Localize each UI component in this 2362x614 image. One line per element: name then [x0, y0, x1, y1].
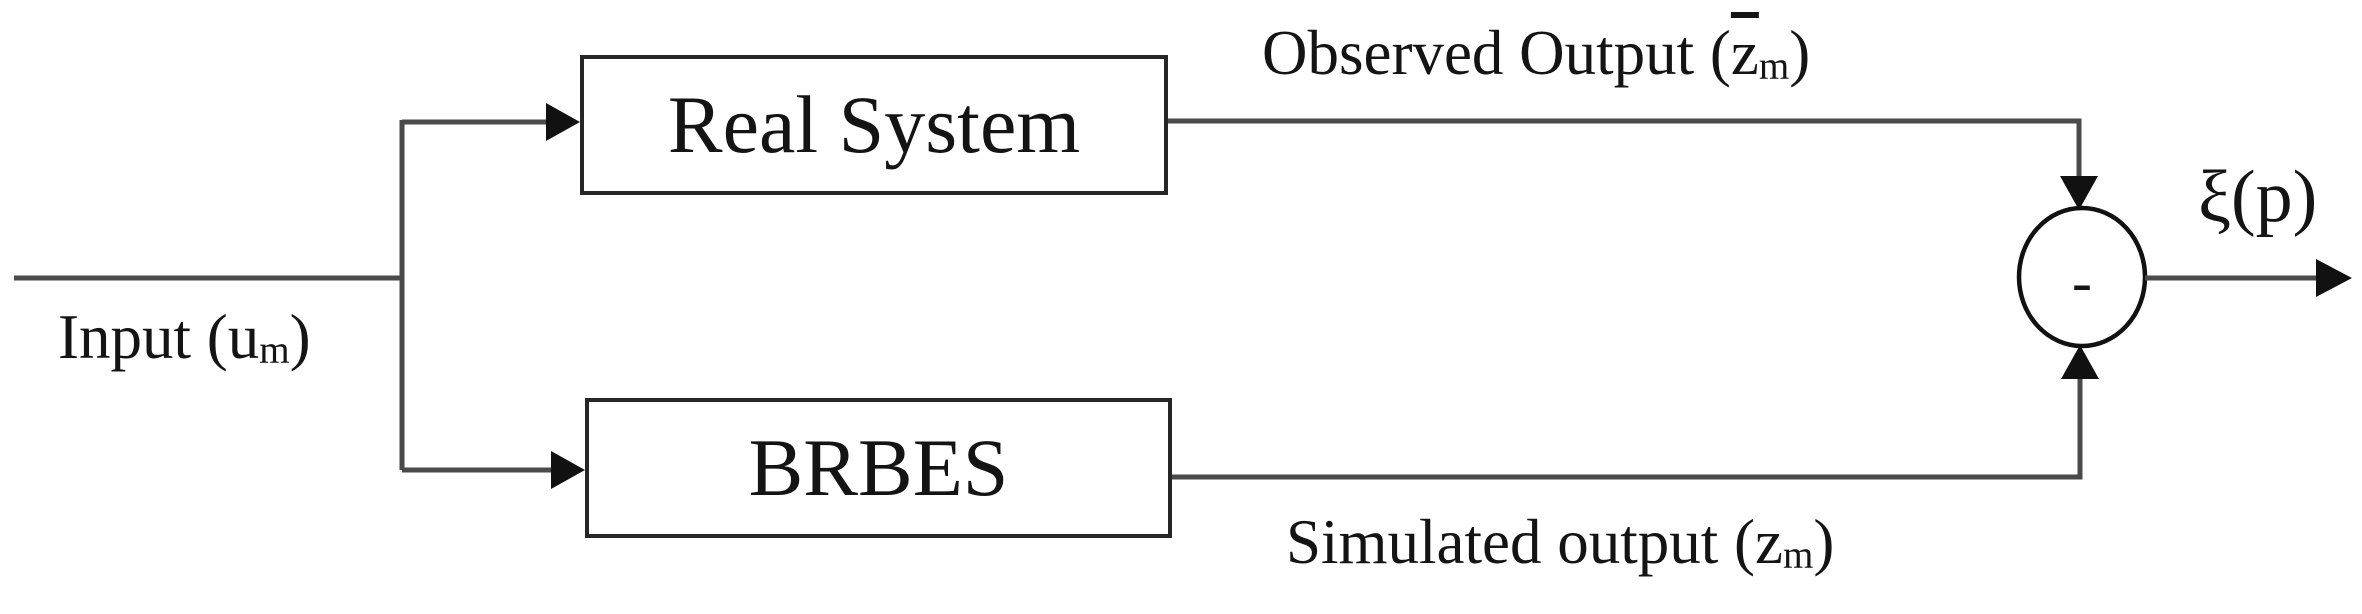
- arrowhead-into-brbes-icon: [551, 451, 585, 489]
- observed-label-zbar: z: [1730, 18, 1759, 88]
- arrowhead-into-junction-bottom-icon: [2061, 345, 2099, 379]
- observed-output-line: [1168, 118, 2082, 202]
- simulated-label-subscript: m: [1782, 533, 1814, 577]
- brbes-block-label: BRBES: [748, 422, 1009, 513]
- observed-label-subscript: m: [1758, 44, 1790, 88]
- input-label-text: Input (u: [58, 302, 260, 372]
- input-signal-label: Input (um): [58, 306, 311, 370]
- arrowhead-error-output-icon: [2316, 259, 2352, 297]
- real-system-block: Real System: [580, 55, 1168, 195]
- real-system-block-label: Real System: [667, 79, 1081, 170]
- simulated-label-suffix: ): [1813, 507, 1835, 577]
- observed-output-label: Observed Output (zm): [1262, 22, 1810, 86]
- simulated-output-label: Simulated output (zm): [1286, 511, 1834, 575]
- brbes-block: BRBES: [585, 398, 1172, 538]
- arrowhead-into-real-system-icon: [546, 103, 580, 141]
- junction-minus-operator: -: [2072, 249, 2092, 315]
- arrowhead-into-junction-top-icon: [2060, 176, 2098, 210]
- observed-label-suffix: ): [1789, 18, 1811, 88]
- input-label-suffix: ): [289, 302, 311, 372]
- observed-label-text: Observed Output (: [1262, 18, 1731, 88]
- error-signal-label: ξ(p): [2198, 156, 2318, 238]
- simulated-output-line: [1172, 360, 2083, 480]
- input-label-subscript: m: [259, 328, 290, 372]
- simulated-label-text: Simulated output (z: [1286, 507, 1783, 577]
